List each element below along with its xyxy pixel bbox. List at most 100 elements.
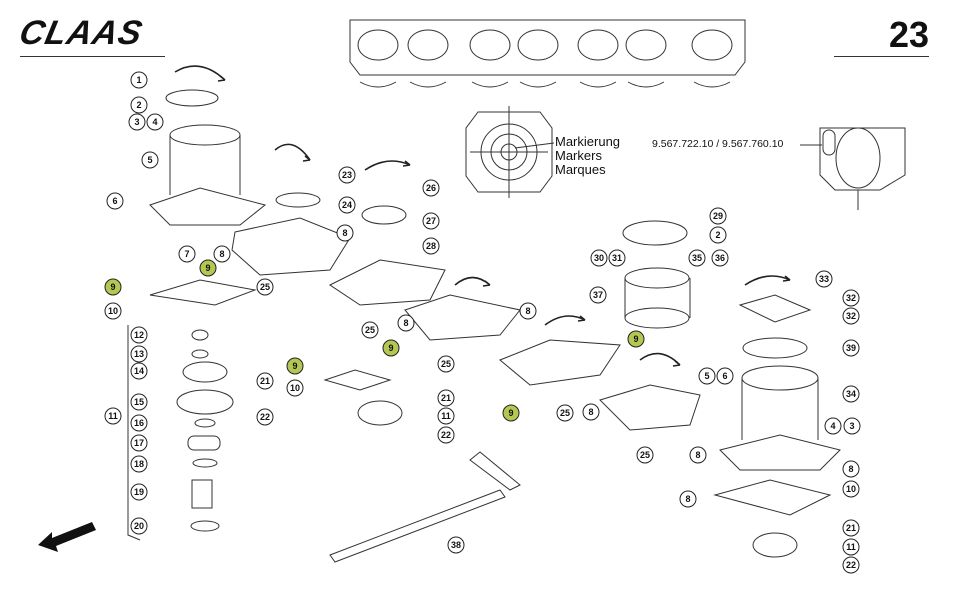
callout-14: 14	[130, 362, 148, 380]
svg-text:23: 23	[342, 170, 352, 180]
svg-text:22: 22	[260, 412, 270, 422]
tool-38	[329, 451, 521, 563]
svg-text:21: 21	[260, 376, 270, 386]
callout-3: 3	[128, 113, 146, 131]
svg-text:25: 25	[365, 325, 375, 335]
rotation-arrow-icon	[627, 81, 665, 88]
callout-9: 9	[104, 278, 122, 296]
svg-text:34: 34	[846, 389, 856, 399]
callout-21: 21	[842, 519, 860, 537]
svg-text:35: 35	[692, 253, 702, 263]
rotation-arrow-icon	[359, 81, 397, 88]
svg-text:8: 8	[695, 450, 700, 460]
rotation-arrow-icon	[693, 81, 731, 88]
disc-icon	[577, 29, 619, 61]
svg-text:12: 12	[134, 330, 144, 340]
callout-38: 38	[447, 536, 465, 554]
callout-10: 10	[286, 379, 304, 397]
svg-text:8: 8	[342, 228, 347, 238]
svg-text:8: 8	[525, 306, 530, 316]
callout-2: 2	[130, 96, 148, 114]
callout-15: 15	[130, 393, 148, 411]
svg-text:10: 10	[108, 306, 118, 316]
callout-10: 10	[104, 302, 122, 320]
callout-25: 25	[437, 355, 455, 373]
rotation-arrow-icon	[744, 275, 791, 286]
callout-9: 9	[199, 259, 217, 277]
callout-9: 9	[627, 330, 645, 348]
right-drive-housing	[622, 220, 841, 558]
rotation-arrow-icon	[579, 81, 617, 88]
svg-text:25: 25	[260, 282, 270, 292]
svg-text:10: 10	[846, 484, 856, 494]
svg-text:21: 21	[846, 523, 856, 533]
svg-text:6: 6	[112, 196, 117, 206]
svg-text:38: 38	[451, 540, 461, 550]
direction-arrow	[38, 522, 96, 552]
callout-11: 11	[437, 407, 455, 425]
svg-text:9: 9	[292, 361, 297, 371]
svg-text:14: 14	[134, 366, 144, 376]
callout-25: 25	[636, 446, 654, 464]
svg-text:11: 11	[441, 411, 451, 421]
svg-text:26: 26	[426, 183, 436, 193]
callout-9: 9	[382, 339, 400, 357]
callout-8: 8	[213, 245, 231, 263]
rotation-arrow-icon	[409, 81, 447, 88]
callout-4: 4	[824, 417, 842, 435]
callout-11: 11	[104, 407, 122, 425]
center-discs	[275, 192, 701, 431]
callout-30: 30	[590, 249, 608, 267]
markers-label: Markierung Markers Marques	[555, 135, 620, 177]
svg-text:32: 32	[846, 293, 856, 303]
svg-text:11: 11	[108, 411, 118, 421]
page-number: 23	[888, 14, 929, 55]
svg-text:31: 31	[612, 253, 622, 263]
svg-text:3: 3	[849, 421, 854, 431]
callout-34: 34	[842, 385, 860, 403]
disc-icon	[517, 29, 559, 61]
svg-text:36: 36	[715, 253, 725, 263]
callout-9: 9	[286, 357, 304, 375]
callout-22: 22	[842, 556, 860, 574]
callout-8: 8	[842, 460, 860, 478]
callout-8: 8	[397, 314, 415, 332]
left-drive-housing	[149, 89, 351, 306]
svg-text:37: 37	[593, 290, 603, 300]
callout-27: 27	[422, 212, 440, 230]
svg-text:9: 9	[110, 282, 115, 292]
disc-icon	[357, 29, 399, 61]
svg-text:13: 13	[134, 349, 144, 359]
callout-22: 22	[256, 408, 274, 426]
svg-text:25: 25	[560, 408, 570, 418]
rotation-arrow-icon	[544, 315, 586, 326]
callout-7: 7	[178, 245, 196, 263]
callout-19: 19	[130, 483, 148, 501]
callout-25: 25	[361, 321, 379, 339]
svg-text:24: 24	[342, 200, 352, 210]
svg-text:8: 8	[588, 407, 593, 417]
cutterbar-overview	[349, 19, 746, 88]
callout-5: 5	[141, 151, 159, 169]
callout-24: 24	[338, 196, 356, 214]
callout-8: 8	[519, 302, 537, 320]
callout-25: 25	[556, 404, 574, 422]
svg-text:25: 25	[441, 359, 451, 369]
svg-text:2: 2	[136, 100, 141, 110]
svg-text:9: 9	[205, 263, 210, 273]
callout-8: 8	[689, 446, 707, 464]
callout-39: 39	[842, 339, 860, 357]
callout-23: 23	[338, 166, 356, 184]
svg-text:17: 17	[134, 438, 144, 448]
callout-2: 2	[709, 226, 727, 244]
svg-text:30: 30	[594, 253, 604, 263]
svg-text:18: 18	[134, 459, 144, 469]
rotation-arrow-icon	[519, 81, 557, 88]
left-drive-stack	[127, 325, 234, 541]
divider	[20, 56, 165, 57]
svg-text:39: 39	[846, 343, 856, 353]
callout-17: 17	[130, 434, 148, 452]
callout-11: 11	[842, 538, 860, 556]
callout-8: 8	[336, 224, 354, 242]
callout-37: 37	[589, 286, 607, 304]
